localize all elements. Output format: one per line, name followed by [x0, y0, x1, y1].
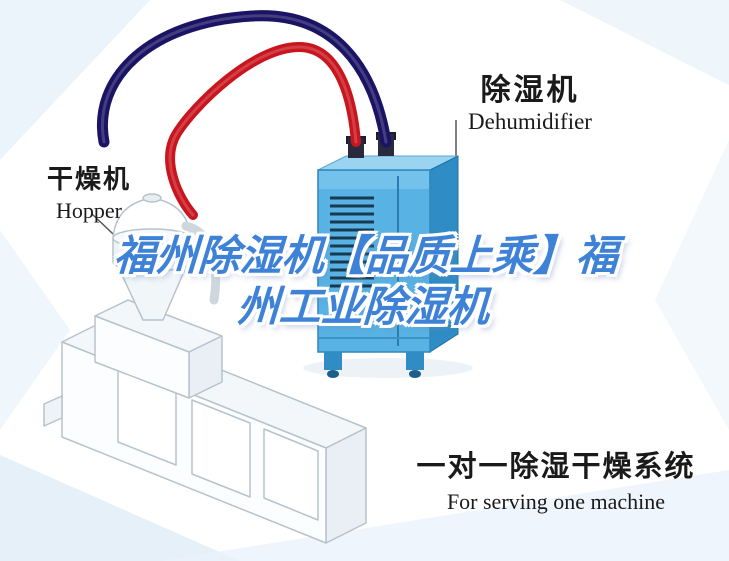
watermark-title: 福州除湿机【品质上乘】福 州工业除湿机: [0, 230, 729, 332]
cabinet-front-highlight: [319, 171, 429, 189]
caption-en: For serving one machine: [446, 489, 666, 515]
dehumidifier-label: 除湿机 Dehumidifier: [440, 74, 620, 135]
hopper-ring-top: [112, 228, 192, 248]
cabinet-shadow: [303, 358, 473, 378]
dehumidifier-label-en: Dehumidifier: [468, 109, 592, 134]
dehumidifier-label-cn: 除湿机: [480, 73, 580, 108]
hoses: [97, 10, 392, 220]
cabinet-foot-left: [324, 352, 342, 370]
cabinet-foot-right: [406, 352, 424, 370]
bg-shape-top-right: [560, 0, 729, 85]
vent-grille: [330, 196, 374, 296]
return-duct: [181, 221, 221, 305]
hopper-dome-cap: [142, 193, 162, 203]
bg-shape-bottom: [160, 470, 729, 561]
caption-cn: 一对一除湿干燥系统: [416, 449, 696, 483]
machine-nozzle: [43, 395, 63, 427]
hopper-label: 干燥机 Hopper: [30, 166, 148, 224]
door-handle: [404, 250, 410, 268]
dehumidifier-cabinet: [303, 132, 473, 378]
bg-shape-bottom-left: [0, 455, 240, 561]
watermark-line-2: 州工业除湿机: [235, 282, 491, 332]
caster-right: [409, 370, 421, 378]
bg-shape-right: [655, 140, 729, 430]
hopper-dryer: [112, 193, 221, 321]
hopper-label-en: Hopper: [56, 197, 122, 223]
return-hose-highlight: [101, 14, 388, 144]
supply-hose-red: [165, 41, 361, 220]
hopper-label-cn: 干燥机: [46, 165, 131, 195]
machine-right-face: [325, 427, 367, 544]
molding-machine: [43, 299, 367, 544]
supply-hose-highlight: [168, 45, 358, 217]
watermark-line-1: 福州除湿机【品质上乘】福: [112, 231, 620, 280]
bg-shape-left: [0, 230, 70, 430]
bg-shape-top-left: [0, 0, 150, 160]
caption: 一对一除湿干燥系统 For serving one machine: [400, 449, 712, 515]
caster-left: [327, 370, 339, 378]
machine-panel-2: [191, 399, 251, 498]
return-hose-navy: [97, 10, 392, 148]
machine-panel-3: [263, 428, 319, 521]
hopper-stand-front: [94, 315, 190, 399]
